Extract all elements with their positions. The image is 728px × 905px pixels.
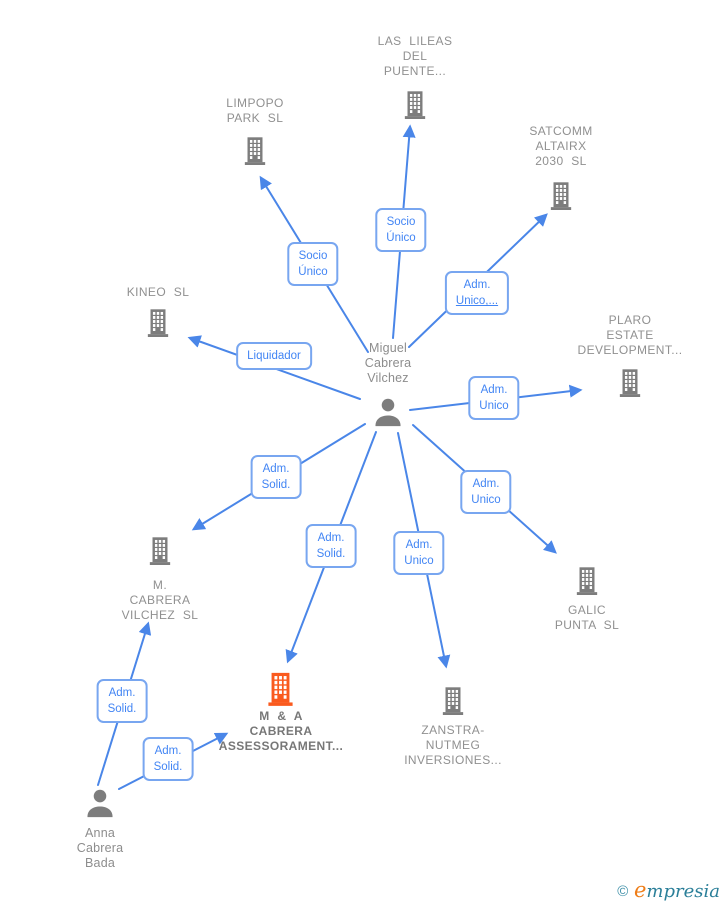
person-label[interactable]: Anna Cabrera Bada <box>76 826 124 870</box>
company-label[interactable]: GALIC PUNTA SL <box>554 603 620 632</box>
edge-label-adm-solid[interactable]: Adm. Solid. <box>96 679 148 723</box>
building-icon[interactable] <box>264 670 297 706</box>
copyright-icon: © <box>617 883 629 900</box>
edge-label-adm-solid[interactable]: Adm. Solid. <box>142 737 194 781</box>
building-icon[interactable] <box>146 535 174 565</box>
edge-label-adm-solid[interactable]: Adm. Solid. <box>305 524 357 568</box>
person-icon[interactable] <box>84 787 116 819</box>
company-label[interactable]: M & A CABRERA ASSESSORAMENT... <box>218 709 344 753</box>
edge-label-adm-unico[interactable]: Adm. Unico <box>460 470 512 514</box>
edge-label-adm-unico-more[interactable]: Adm.Unico,... <box>444 271 510 315</box>
building-icon[interactable] <box>547 180 575 210</box>
edge-label-socio-unico[interactable]: Socio Único <box>287 242 339 286</box>
building-icon[interactable] <box>144 307 172 337</box>
building-icon[interactable] <box>573 565 601 595</box>
person-icon[interactable] <box>372 396 404 428</box>
edge-label-liquidador[interactable]: Liquidador <box>236 342 312 370</box>
edge-label-adm-unico[interactable]: Adm. Unico <box>393 531 445 575</box>
company-label[interactable]: LAS LILEAS DEL PUENTE... <box>377 34 453 78</box>
company-label[interactable]: SATCOMM ALTAIRX 2030 SL <box>529 124 593 168</box>
company-label[interactable]: PLARO ESTATE DEVELOPMENT... <box>577 313 683 357</box>
building-icon[interactable] <box>439 685 467 715</box>
edge-label-socio-unico[interactable]: Socio Único <box>375 208 427 252</box>
building-icon[interactable] <box>241 135 269 165</box>
building-icon[interactable] <box>401 89 429 119</box>
company-label[interactable]: ZANSTRA- NUTMEG INVERSIONES... <box>404 723 502 767</box>
company-label[interactable]: M. CABRERA VILCHEZ SL <box>121 578 199 622</box>
company-label[interactable]: LIMPOPO PARK SL <box>226 96 284 125</box>
person-label[interactable]: Miguel Cabrera Vilchez <box>364 341 412 385</box>
edge-label-adm-unico[interactable]: Adm. Unico <box>468 376 520 420</box>
building-icon[interactable] <box>616 367 644 397</box>
empresia-logo[interactable]: © empresia <box>617 878 720 902</box>
company-label[interactable]: KINEO SL <box>126 285 190 299</box>
edge-label-adm-solid[interactable]: Adm. Solid. <box>250 455 302 499</box>
